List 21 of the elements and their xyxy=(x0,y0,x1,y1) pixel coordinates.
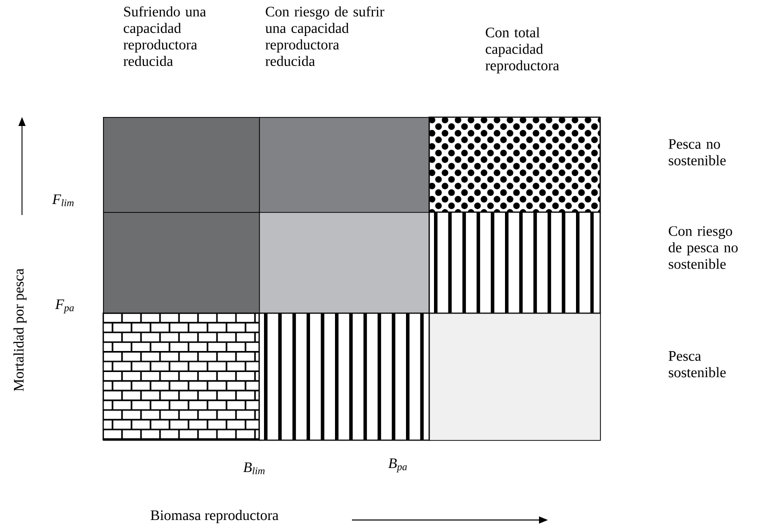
grid-cell xyxy=(258,312,430,441)
grid-cell xyxy=(103,212,260,314)
grid-cell xyxy=(428,116,601,213)
axis-tick-label: B$_{lim}$ xyxy=(243,462,265,474)
grid-cell xyxy=(259,212,430,314)
axis-tick-label: B$_{pa}$ xyxy=(388,458,407,472)
row-label: Pesca no sostenible xyxy=(668,139,726,166)
axis-title: Biomasa reproductora xyxy=(150,510,278,524)
column-header: Sufriendo una capacidad reproductora reducida xyxy=(124,6,206,66)
grid-cell xyxy=(103,117,260,213)
axis-tick-label: F$_{lim}$ xyxy=(52,194,74,206)
row-label: Con riesgo de pesca no sostenible xyxy=(668,226,738,269)
row-label: Pesca sostenible xyxy=(668,351,726,378)
column-header: Con total capacidad reproductora xyxy=(486,27,560,74)
grid-cell xyxy=(429,313,601,441)
column-header: Con riesgo de sufrir una capacidad reproductora reducida xyxy=(265,6,384,66)
grid-cell xyxy=(259,117,430,213)
axis-title: Mortalidad por pesca xyxy=(13,268,27,392)
grid-cell xyxy=(102,312,260,441)
axis-tick-label: F$_{pa}$ xyxy=(55,300,74,314)
grid-cell xyxy=(428,212,601,314)
